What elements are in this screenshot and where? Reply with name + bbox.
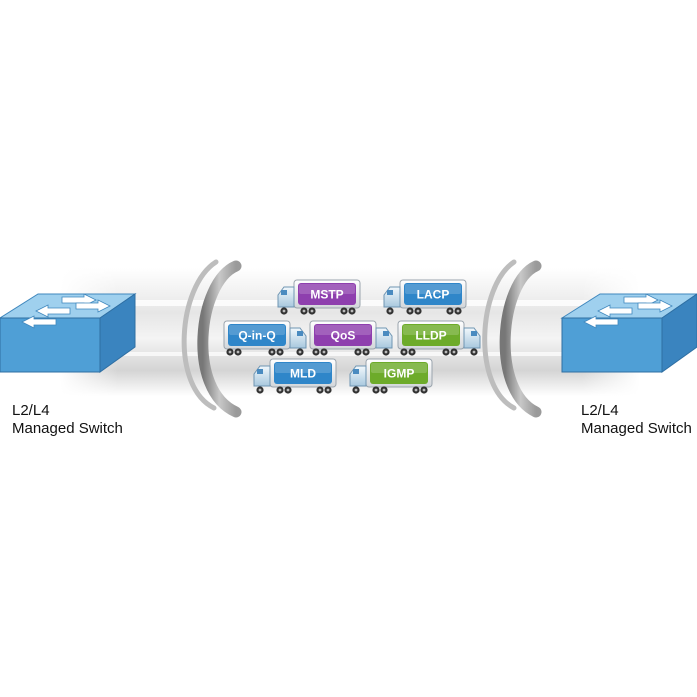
truck-hubcap <box>384 350 388 354</box>
truck-label: LACP <box>417 288 450 302</box>
truck-badge <box>298 283 356 305</box>
truck-hubcap <box>456 309 460 313</box>
truck-window <box>353 369 359 374</box>
right-switch-name: Managed Switch <box>581 420 692 437</box>
truck-hubcap <box>356 350 360 354</box>
truck-label: IGMP <box>384 367 415 381</box>
truck-badge-shine <box>299 284 355 294</box>
truck-hubcap <box>302 309 306 313</box>
left-switch-caption: L2/L4 Managed Switch <box>12 402 123 438</box>
truck-hubcap <box>278 388 282 392</box>
truck-hubcap <box>388 309 392 313</box>
truck-hubcap <box>310 309 314 313</box>
truck-hubcap <box>416 309 420 313</box>
truck-hubcap <box>326 388 330 392</box>
left-switch-arrows-icon <box>21 293 111 329</box>
truck-label: LLDP <box>415 329 446 343</box>
right-tube-ring <box>482 259 542 418</box>
right-switch-front <box>561 317 663 373</box>
truck-badge <box>314 324 372 346</box>
left-switch-front <box>0 317 101 373</box>
truck-hubcap <box>236 350 240 354</box>
truck-window <box>281 290 287 295</box>
truck-hubcap <box>258 388 262 392</box>
truck-window <box>297 331 303 336</box>
left-switch-side <box>99 293 136 373</box>
truck-badge <box>228 324 286 346</box>
truck-hubcap <box>422 388 426 392</box>
truck-hubcap <box>472 350 476 354</box>
truck-badge-shine <box>315 325 371 335</box>
truck-hubcap <box>286 388 290 392</box>
left-switch <box>0 293 137 373</box>
truck-qos: QoS <box>309 320 393 356</box>
truck-lacp: LACP <box>383 279 467 315</box>
truck-window <box>471 331 477 336</box>
truck-hubcap <box>452 350 456 354</box>
truck-hubcap <box>278 350 282 354</box>
truck-q-in-q: Q-in-Q <box>223 320 307 356</box>
truck-badge-shine <box>371 363 427 373</box>
truck-label: Q-in-Q <box>238 329 275 343</box>
truck-hubcap <box>408 309 412 313</box>
truck-window <box>387 290 393 295</box>
truck-hubcap <box>364 350 368 354</box>
right-switch <box>560 293 697 373</box>
truck-hubcap <box>350 309 354 313</box>
truck-label: MSTP <box>310 288 343 302</box>
right-switch-type: L2/L4 <box>581 402 619 419</box>
truck-badge-shine <box>405 284 461 294</box>
truck-hubcap <box>402 350 406 354</box>
truck-hubcap <box>414 388 418 392</box>
protocol-trucks: MSTP LACP Q-in-Q QoS LLDP MLD IGMP <box>223 279 481 394</box>
truck-hubcap <box>382 388 386 392</box>
truck-badge-shine <box>275 363 331 373</box>
truck-label: MLD <box>290 367 316 381</box>
truck-label: QoS <box>331 329 356 343</box>
truck-hubcap <box>374 388 378 392</box>
truck-hubcap <box>322 350 326 354</box>
truck-window <box>257 369 263 374</box>
truck-hubcap <box>448 309 452 313</box>
truck-badge-shine <box>403 325 459 335</box>
truck-igmp: IGMP <box>349 358 433 394</box>
truck-badge <box>370 362 428 384</box>
truck-lldp: LLDP <box>397 320 481 356</box>
truck-hubcap <box>444 350 448 354</box>
truck-hubcap <box>270 350 274 354</box>
left-switch-type: L2/L4 <box>12 402 50 419</box>
truck-mld: MLD <box>253 358 337 394</box>
truck-hubcap <box>298 350 302 354</box>
truck-hubcap <box>228 350 232 354</box>
left-switch-name: Managed Switch <box>12 420 123 437</box>
truck-badge-shine <box>229 325 285 335</box>
right-switch-caption: L2/L4 Managed Switch <box>581 402 692 438</box>
left-tube-ring <box>181 259 242 418</box>
truck-hubcap <box>282 309 286 313</box>
truck-hubcap <box>354 388 358 392</box>
truck-hubcap <box>342 309 346 313</box>
truck-hubcap <box>410 350 414 354</box>
right-switch-side <box>661 293 697 373</box>
truck-hubcap <box>314 350 318 354</box>
truck-badge <box>274 362 332 384</box>
truck-hubcap <box>318 388 322 392</box>
truck-window <box>383 331 389 336</box>
truck-mstp: MSTP <box>277 279 361 315</box>
truck-badge <box>404 283 462 305</box>
truck-badge <box>402 324 460 346</box>
right-switch-arrows-icon <box>583 293 673 329</box>
